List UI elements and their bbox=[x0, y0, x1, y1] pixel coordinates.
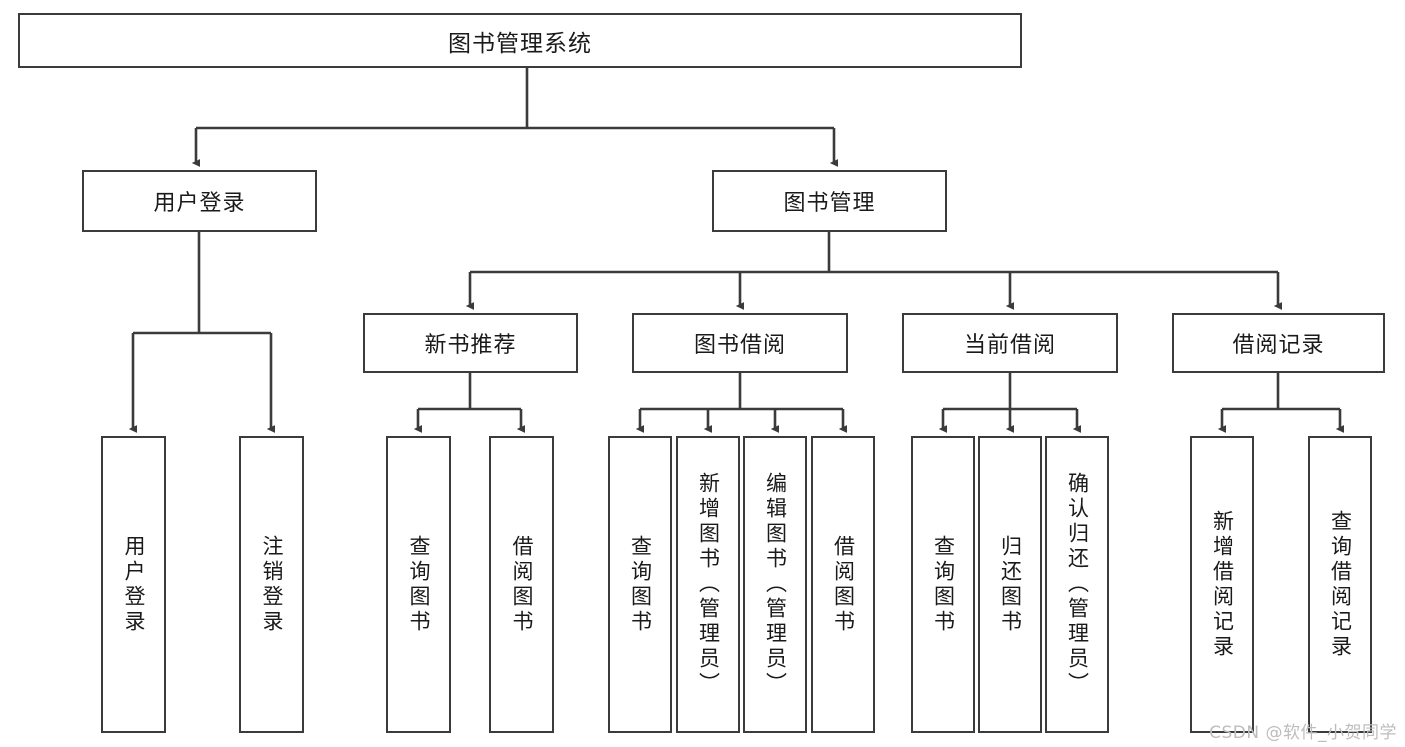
node-label: 用户登录 bbox=[122, 534, 146, 635]
leaf-edit-book-admin[interactable]: 编辑图书（管理员） bbox=[743, 436, 807, 733]
node-label: 确认归还（管理员） bbox=[1065, 472, 1090, 697]
leaf-query-borrow-record[interactable]: 查询借阅记录 bbox=[1308, 436, 1372, 733]
node-root-library-system[interactable]: 图书管理系统 bbox=[18, 13, 1022, 68]
node-label: 查询借阅记录 bbox=[1328, 509, 1353, 660]
leaf-return-book[interactable]: 归还图书 bbox=[978, 436, 1042, 733]
leaf-logout[interactable]: 注销登录 bbox=[239, 436, 304, 733]
node-label: 当前借阅 bbox=[963, 333, 1056, 358]
node-label: 归还图书 bbox=[998, 534, 1023, 635]
leaf-borrow-book-recommend[interactable]: 借阅图书 bbox=[489, 436, 554, 733]
node-book-management[interactable]: 图书管理 bbox=[712, 170, 947, 232]
node-label: 查询图书 bbox=[407, 534, 431, 635]
leaf-confirm-return-admin[interactable]: 确认归还（管理员） bbox=[1045, 436, 1109, 733]
node-label: 用户登录 bbox=[153, 191, 246, 216]
node-label: 图书借阅 bbox=[693, 333, 786, 358]
node-label: 借阅图书 bbox=[510, 534, 534, 635]
node-user-login[interactable]: 用户登录 bbox=[82, 170, 317, 232]
node-label: 查询图书 bbox=[628, 534, 653, 635]
node-new-book-recommend[interactable]: 新书推荐 bbox=[363, 313, 578, 373]
node-label: 新增图书（管理员） bbox=[696, 472, 721, 697]
node-label: 借阅图书 bbox=[831, 534, 856, 635]
leaf-add-borrow-record[interactable]: 新增借阅记录 bbox=[1190, 436, 1254, 733]
csdn-watermark: CSDN @软件_小贺同学 bbox=[1209, 723, 1397, 743]
node-label: 查询图书 bbox=[931, 534, 956, 635]
leaf-user-login[interactable]: 用户登录 bbox=[101, 436, 166, 733]
node-label: 图书管理 bbox=[783, 191, 876, 216]
node-borrow-record[interactable]: 借阅记录 bbox=[1172, 313, 1385, 373]
leaf-query-book-current[interactable]: 查询图书 bbox=[911, 436, 975, 733]
node-label: 新书推荐 bbox=[424, 333, 517, 358]
node-label: 图书管理系统 bbox=[448, 30, 592, 57]
node-current-borrow[interactable]: 当前借阅 bbox=[902, 313, 1118, 373]
leaf-query-book-recommend[interactable]: 查询图书 bbox=[386, 436, 451, 733]
node-label: 新增借阅记录 bbox=[1210, 509, 1235, 660]
node-label: 编辑图书（管理员） bbox=[763, 472, 788, 697]
node-book-borrow[interactable]: 图书借阅 bbox=[632, 313, 848, 373]
leaf-borrow-book[interactable]: 借阅图书 bbox=[811, 436, 875, 733]
node-label: 借阅记录 bbox=[1232, 333, 1325, 358]
node-label: 注销登录 bbox=[260, 534, 284, 635]
leaf-add-book-admin[interactable]: 新增图书（管理员） bbox=[676, 436, 740, 733]
leaf-query-book-borrow[interactable]: 查询图书 bbox=[608, 436, 672, 733]
